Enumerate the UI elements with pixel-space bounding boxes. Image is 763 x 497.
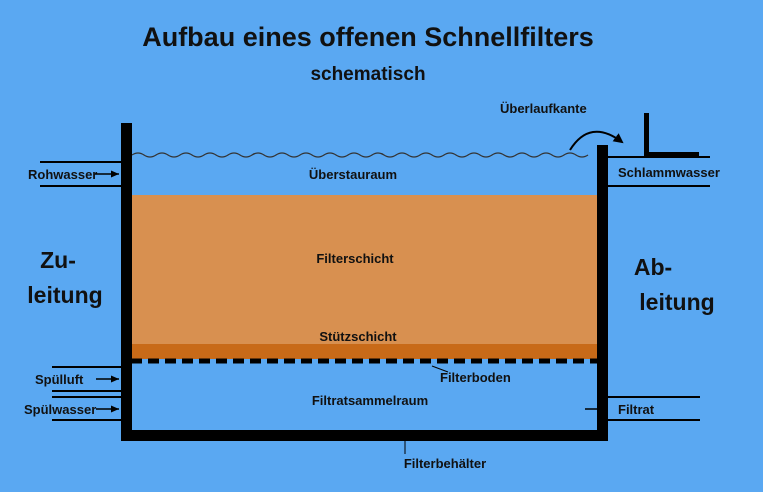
- label-filterbehaelter: Filterbehälter: [404, 456, 486, 471]
- label-stuetzschicht: Stützschicht: [319, 329, 397, 344]
- label-spuelwasser: Spülwasser: [24, 402, 96, 417]
- water-surface-line: [131, 152, 589, 158]
- label-ueberlaufkante: Überlaufkante: [500, 101, 587, 116]
- label-ueberstauraum: Überstauraum: [309, 167, 397, 182]
- label-ableitung-1: Ab-: [634, 254, 672, 280]
- label-ableitung-2: leitung: [639, 289, 714, 315]
- container-wall-left: [121, 123, 132, 441]
- filterboden-pointer: [431, 365, 449, 373]
- label-rohwasser: Rohwasser: [28, 167, 97, 182]
- label-spuelluft: Spülluft: [35, 372, 84, 387]
- diagram-subtitle: schematisch: [310, 64, 425, 85]
- label-zuleitung-2: leitung: [27, 282, 102, 308]
- label-zuleitung-1: Zu-: [40, 247, 76, 273]
- outlet-trough-vertical: [644, 113, 649, 155]
- label-filterschicht: Filterschicht: [316, 251, 394, 266]
- container-wall-right: [597, 145, 608, 441]
- overflow-arrow: [569, 130, 624, 151]
- outlet-trough-horizontal: [644, 152, 699, 157]
- filter-layer: [131, 195, 597, 345]
- container-wall-bottom: [121, 430, 608, 441]
- support-layer: [131, 344, 597, 359]
- label-filterboden: Filterboden: [440, 370, 511, 385]
- label-schlammwasser: Schlammwasser: [618, 165, 720, 180]
- label-filtratsammelraum: Filtratsammelraum: [312, 393, 428, 408]
- diagram-title: Aufbau eines offenen Schnellfilters: [142, 22, 594, 52]
- label-filtrat: Filtrat: [618, 402, 655, 417]
